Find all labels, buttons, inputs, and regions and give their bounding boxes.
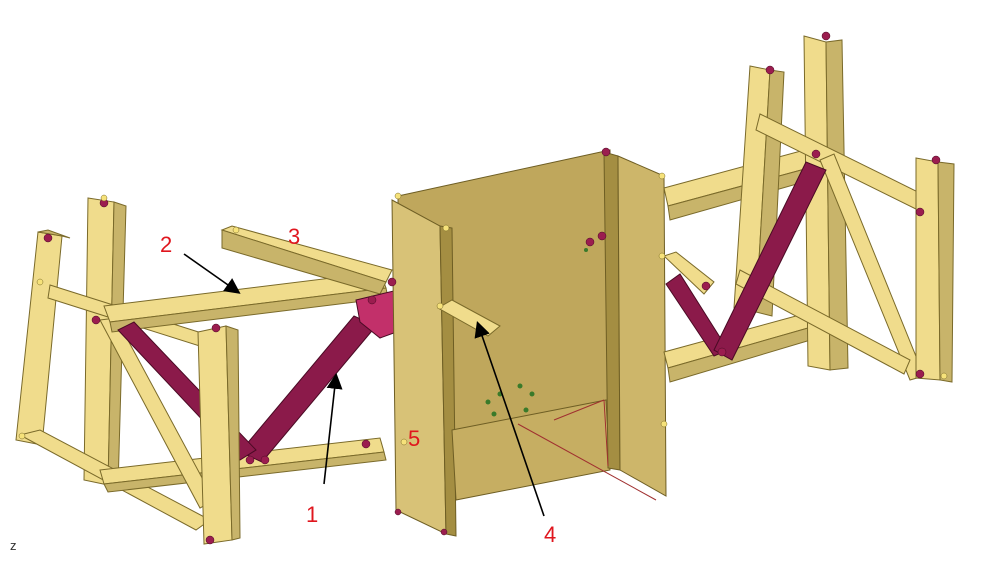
callout-label-5: 5 (408, 426, 421, 451)
left-frame (15, 197, 403, 545)
brace-member-1 (239, 315, 377, 463)
leader-lines (183, 253, 545, 517)
callout-label-2: 2 (160, 232, 173, 257)
right-front-column (915, 157, 941, 381)
callout-label-4: 4 (544, 522, 557, 547)
gusset-plate (355, 289, 403, 339)
z-axis-label: z (10, 538, 17, 553)
node-dots (18, 172, 948, 446)
center-front-plate (391, 199, 447, 535)
callout-label-1: 1 (306, 502, 319, 527)
callout-label-3: 3 (288, 224, 301, 249)
center-plate-assembly (391, 149, 667, 537)
leader-arrow-4 (474, 320, 545, 517)
leader-arrow-1 (323, 372, 343, 485)
left-back-column-a (15, 231, 63, 446)
node-markers (43, 31, 941, 545)
green-node-dots (485, 248, 588, 417)
leader-arrow-2 (183, 253, 241, 294)
right-frame (663, 35, 955, 383)
